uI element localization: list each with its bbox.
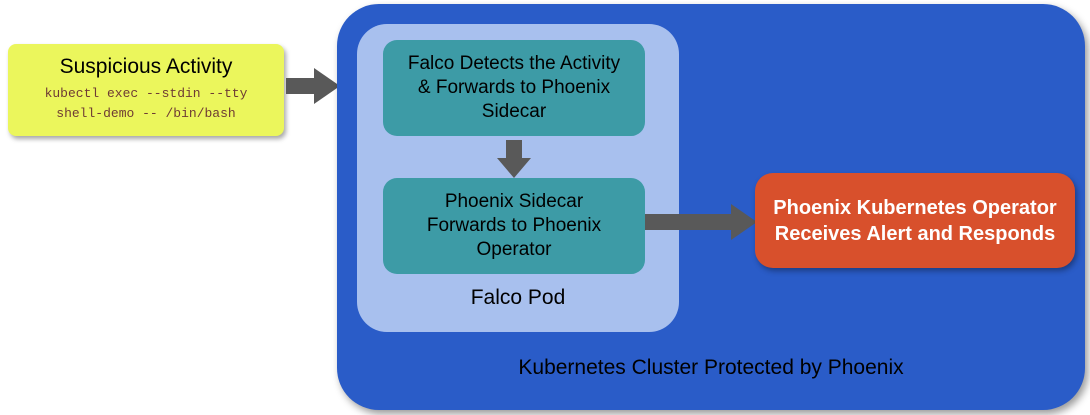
arrow-head xyxy=(731,204,757,240)
cluster-label: Kubernetes Cluster Protected by Phoenix xyxy=(518,356,904,379)
arrow-shaft xyxy=(506,140,522,158)
falco-pod-box: Falco Detects the Activity & Forwards to… xyxy=(357,24,679,332)
kubectl-command-line-2: shell-demo -- /bin/bash xyxy=(56,105,236,121)
arrow-shaft xyxy=(286,78,314,94)
sidecar-forwards-step-box: Phoenix Sidecar Forwards to Phoenix Oper… xyxy=(383,178,645,274)
arrow-head xyxy=(314,68,340,104)
arrow-right-icon xyxy=(286,68,340,104)
arrow-down-icon xyxy=(497,140,531,178)
falco-detects-step-box: Falco Detects the Activity & Forwards to… xyxy=(383,40,645,136)
kubectl-command-line-1: kubectl exec --stdin --tty xyxy=(44,86,248,101)
arrow-head xyxy=(497,158,531,178)
arrow-right-icon xyxy=(645,203,757,241)
falco-pod-label: Falco Pod xyxy=(470,286,566,309)
arrow-shaft xyxy=(645,214,731,230)
suspicious-activity-box: Suspicious Activity kubectl exec --stdin… xyxy=(8,44,284,136)
suspicious-activity-title: Suspicious Activity xyxy=(59,55,233,78)
operator-alert-box: Phoenix Kubernetes Operator Receives Ale… xyxy=(755,173,1075,268)
